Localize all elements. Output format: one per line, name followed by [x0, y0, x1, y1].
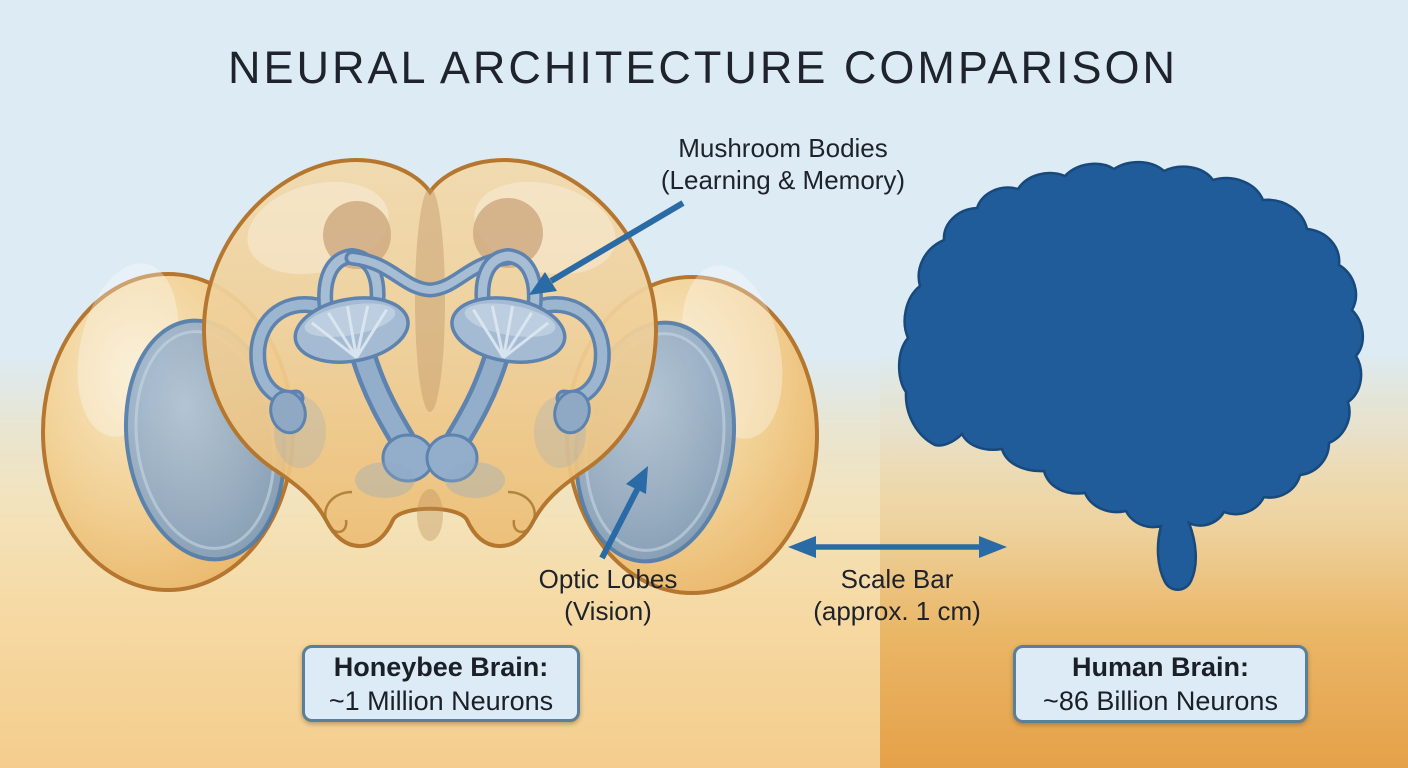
central-brain	[201, 158, 659, 549]
mushroom-body-right	[425, 247, 611, 498]
mushroom-bodies-label-line2: (Learning & Memory)	[660, 165, 906, 195]
scale-bar-label: Scale Bar (approx. 1 cm)	[813, 563, 981, 627]
mushroom-bodies-label-line1: Mushroom Bodies	[678, 133, 888, 163]
calyx-left	[293, 296, 410, 364]
mushroom-bodies-arrow	[529, 200, 685, 295]
antennal-lobe-detail-right	[507, 490, 536, 534]
honeybee-brain-stat-value: ~1 Million Neurons	[328, 685, 554, 716]
human-brain-stat-box: Human Brain: ~86 Billion Neurons	[1013, 645, 1308, 723]
page-title: NEURAL ARCHITECTURE COMPARISON	[227, 42, 1179, 93]
optic-lobes-label: Optic Lobes (Vision)	[539, 563, 678, 627]
human-brain-silhouette	[897, 160, 1364, 591]
scale-bar-arrow	[788, 536, 1007, 558]
honeybee-brain-stat-title: Honeybee Brain:	[333, 651, 549, 682]
antennal-lobe-detail-left	[324, 490, 353, 534]
calyx-right	[450, 296, 567, 364]
honeybee-brain-stat-box: Honeybee Brain: ~1 Million Neurons	[302, 645, 580, 722]
honeybee-brain-illustration	[41, 158, 819, 595]
optic-lobes-arrow	[599, 466, 648, 560]
ocellus-right	[473, 198, 543, 268]
human-brain-stat-title: Human Brain:	[1071, 652, 1250, 682]
human-brain-stat-value: ~86 Billion Neurons	[1043, 686, 1278, 716]
optic-lobes-label-line2: (Vision)	[564, 596, 652, 626]
scale-bar-label-line2: (approx. 1 cm)	[813, 596, 981, 626]
optic-lobes-label-line1: Optic Lobes	[538, 564, 678, 594]
mushroom-bodies-label: Mushroom Bodies (Learning & Memory)	[661, 132, 905, 196]
scale-bar-label-line1: Scale Bar	[840, 564, 954, 594]
